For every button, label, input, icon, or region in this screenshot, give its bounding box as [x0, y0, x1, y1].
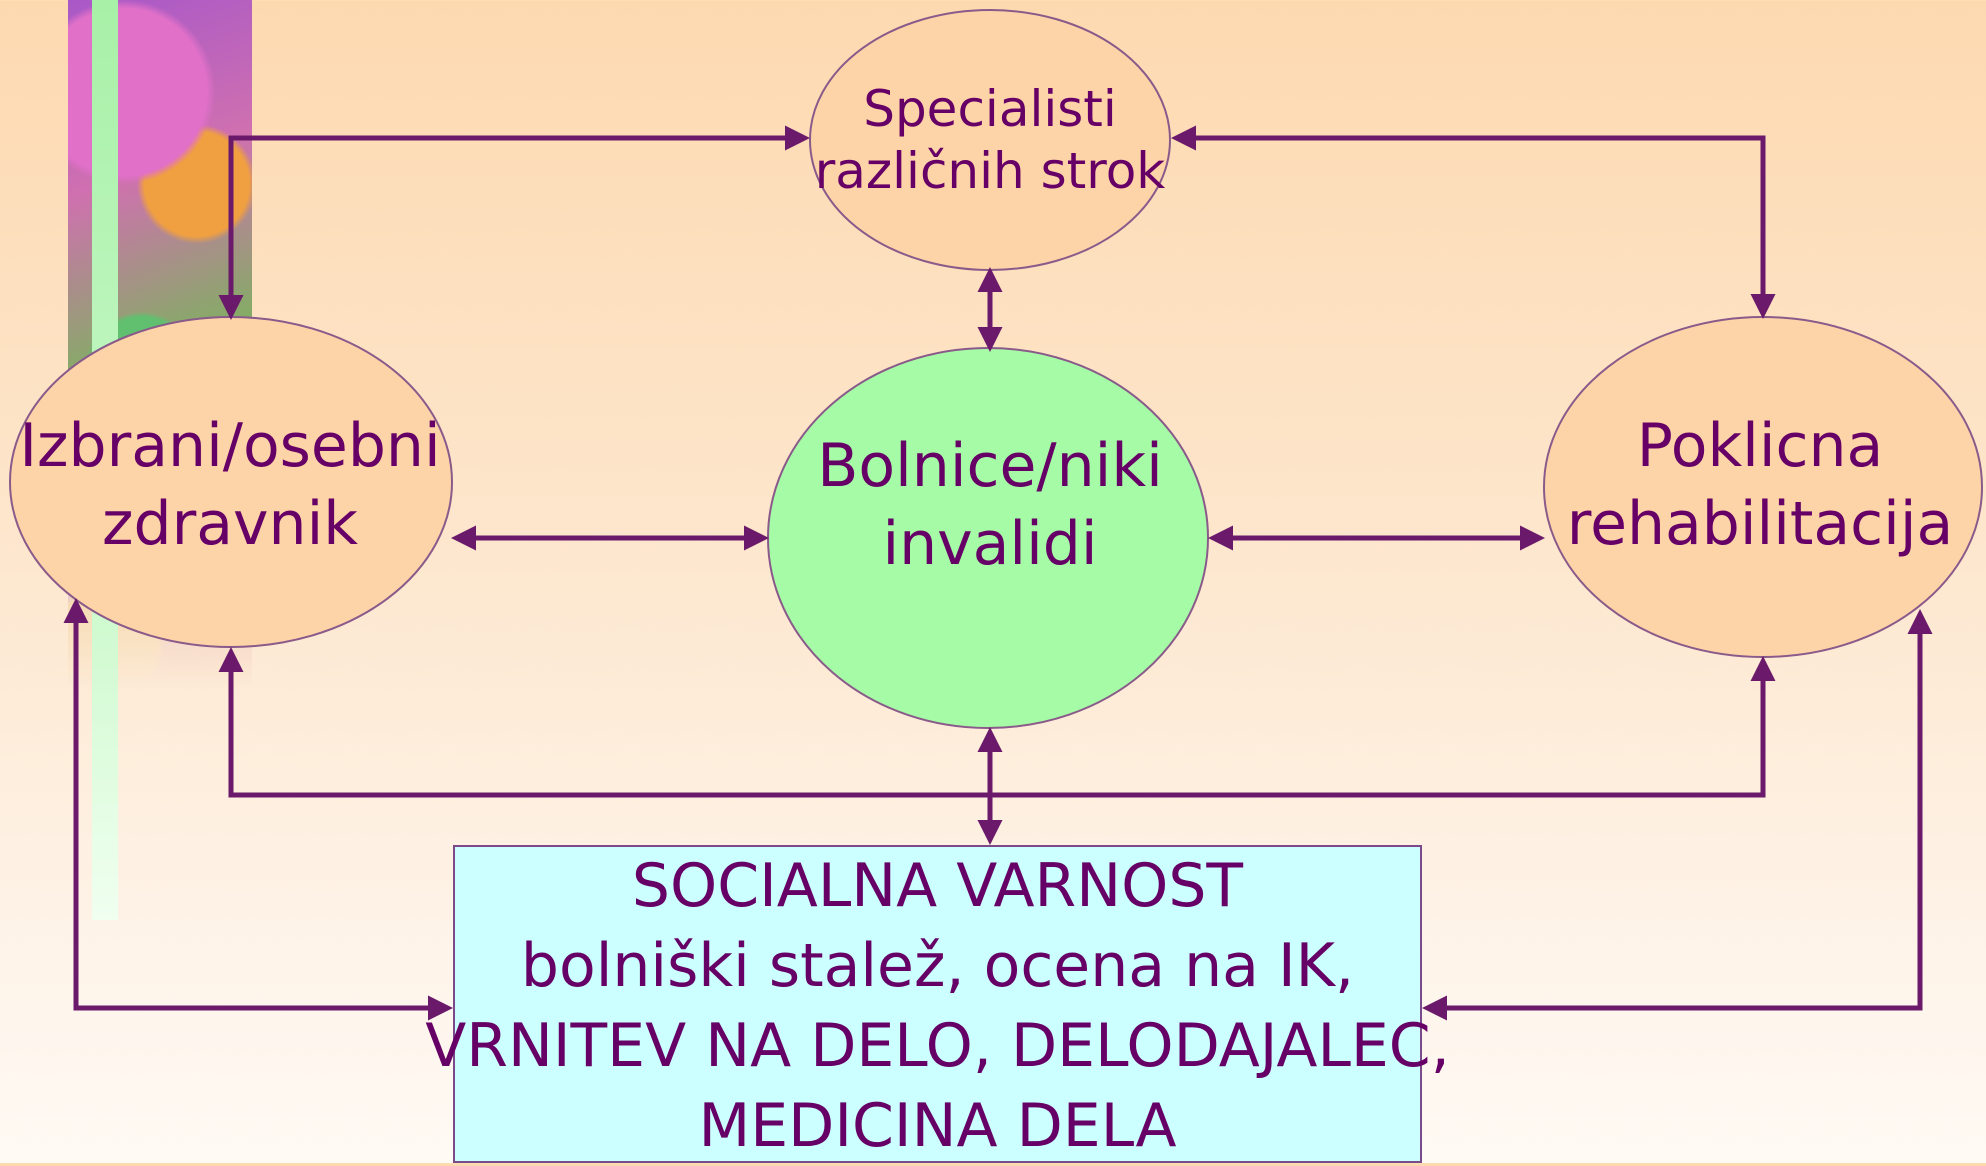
arrow-izbrani-socialna — [63, 598, 453, 1021]
poklicna-label-line1: Poklicna — [1636, 411, 1884, 481]
izbrani-label-line2: zdravnik — [102, 489, 358, 559]
socialna-label-line2: bolniški stalež, ocena na IK, — [520, 930, 1355, 1001]
arrow-poklicna-socialna — [1422, 609, 1933, 1021]
socialna-label-line1: SOCIALNA VARNOST — [631, 850, 1244, 921]
socialna-label-line4: MEDICINA DELA — [698, 1090, 1177, 1161]
socialna-varnost-label: SOCIALNA VARNOST bolniški stalež, ocena … — [300, 848, 1575, 1163]
bolnice-label-line1: Bolnice/niki — [817, 431, 1163, 501]
poklicna-label: Poklicna rehabilitacija — [1540, 400, 1980, 570]
izbrani-label-line1: Izbrani/osebni — [19, 411, 441, 481]
bolnice-label: Bolnice/niki invalidi — [770, 420, 1210, 590]
poklicna-label-line2: rehabilitacija — [1566, 489, 1954, 559]
socialna-varnost-box — [453, 845, 1422, 1163]
socialna-label-line3: VRNITEV NA DELO, DELODAJALEC, — [425, 1010, 1450, 1081]
izbrani-label: Izbrani/osebni zdravnik — [10, 400, 450, 570]
arrow-specialisti-poklicna — [1171, 125, 1776, 319]
specialisti-label: Specialisti različnih strok — [810, 70, 1170, 210]
specialisti-label-line1: Specialisti — [863, 80, 1117, 138]
arrow-izbrani-specialisti — [218, 125, 810, 320]
specialisti-label-line2: različnih strok — [814, 142, 1166, 200]
bolnice-label-line2: invalidi — [882, 509, 1098, 579]
